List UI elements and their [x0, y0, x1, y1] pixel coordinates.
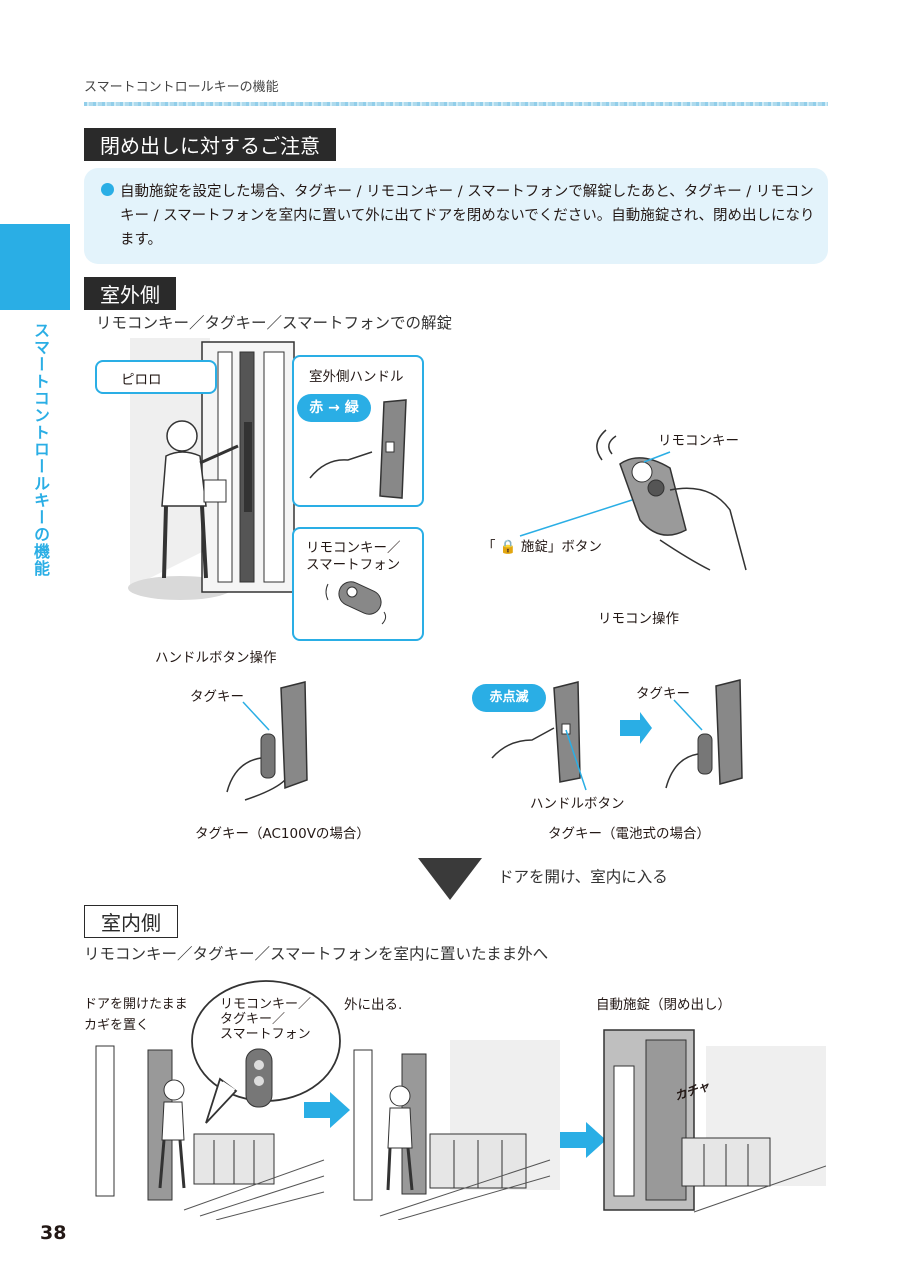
- caution-heading: 閉め出しに対するご注意: [84, 128, 336, 161]
- inside-subtitle: リモコンキー／タグキー／スマートフォンを室内に置いたまま外へ: [84, 945, 549, 963]
- tag-key-ac-illustration: [226, 681, 308, 801]
- step2-label: 外に出る.: [344, 997, 403, 1013]
- remote-operation-illustration: [596, 429, 747, 571]
- remote-key-icon: [325, 581, 387, 625]
- bubble-line2: タグキー／: [220, 1012, 286, 1027]
- caution-text: 自動施錠を設定した場合、タグキー / リモコンキー / スマートフォンで解錠した…: [120, 184, 815, 248]
- callout-leader-lines: [519, 451, 671, 537]
- side-tab-marker: [0, 224, 70, 310]
- scene3-illustration: [603, 1029, 826, 1213]
- beep-label: ピロロ: [121, 372, 162, 388]
- running-header: スマートコントロールキーの機能: [84, 80, 279, 95]
- tag-key-battery-caption: タグキー（電池式の場合）: [548, 826, 710, 842]
- tag-key-label-1: タグキー: [190, 689, 244, 705]
- bubble-line3: スマートフォン: [220, 1027, 311, 1042]
- outside-heading: 室外側: [84, 277, 176, 310]
- remote-op-caption: リモコン操作: [598, 611, 679, 627]
- step1-line1: ドアを開けたまま: [84, 997, 188, 1012]
- step1-line2: カギを置く: [84, 1018, 150, 1033]
- caution-box: [84, 168, 828, 264]
- key-bubble: [191, 980, 341, 1124]
- bullet-icon: [101, 183, 114, 196]
- tag-key-ac-caption: タグキー（AC100Vの場合）: [195, 826, 370, 842]
- lock-button-label: 「 🔒 施錠」ボタン: [482, 539, 602, 555]
- red-to-green-pill: 赤 → 緑: [297, 394, 371, 422]
- arrow-right-icon-2: [560, 1122, 606, 1158]
- handle-callout-label: 室外側ハンドル: [309, 369, 404, 385]
- handle-touch-illustration: [309, 399, 407, 499]
- side-tab-label: スマートコントロールキーの機能: [31, 322, 50, 577]
- remote-callout-line1: リモコンキー／: [306, 540, 401, 556]
- scene1-illustration: [95, 1045, 325, 1220]
- step3-label: 自動施錠（閉め出し）: [596, 997, 731, 1013]
- inside-heading: 室内側: [84, 905, 178, 938]
- remote-callout-line2: スマートフォン: [306, 557, 401, 573]
- handle-button-label: ハンドルボタン: [530, 796, 625, 812]
- outside-door-illustration: [128, 338, 295, 600]
- down-triangle-icon: [418, 858, 482, 900]
- bubble-line1: リモコンキー／: [220, 997, 312, 1012]
- tag-key-label-2: タグキー: [636, 686, 690, 702]
- outside-subtitle: リモコンキー／タグキー／スマートフォンでの解錠: [96, 314, 453, 332]
- arrow-right-icon: [304, 1092, 350, 1128]
- header-divider: [84, 102, 828, 106]
- beep-callout: [95, 360, 217, 394]
- page-number: 38: [40, 1222, 67, 1244]
- enter-room-text: ドアを開け、室内に入る: [498, 868, 668, 886]
- remote-key-label: リモコンキー: [658, 433, 739, 449]
- handle-button-op-caption: ハンドルボタン操作: [155, 650, 277, 666]
- tag-key-battery-illustration: [491, 679, 743, 791]
- scene2-illustration: [353, 1040, 560, 1220]
- red-blink-pill: 赤点滅: [472, 684, 546, 712]
